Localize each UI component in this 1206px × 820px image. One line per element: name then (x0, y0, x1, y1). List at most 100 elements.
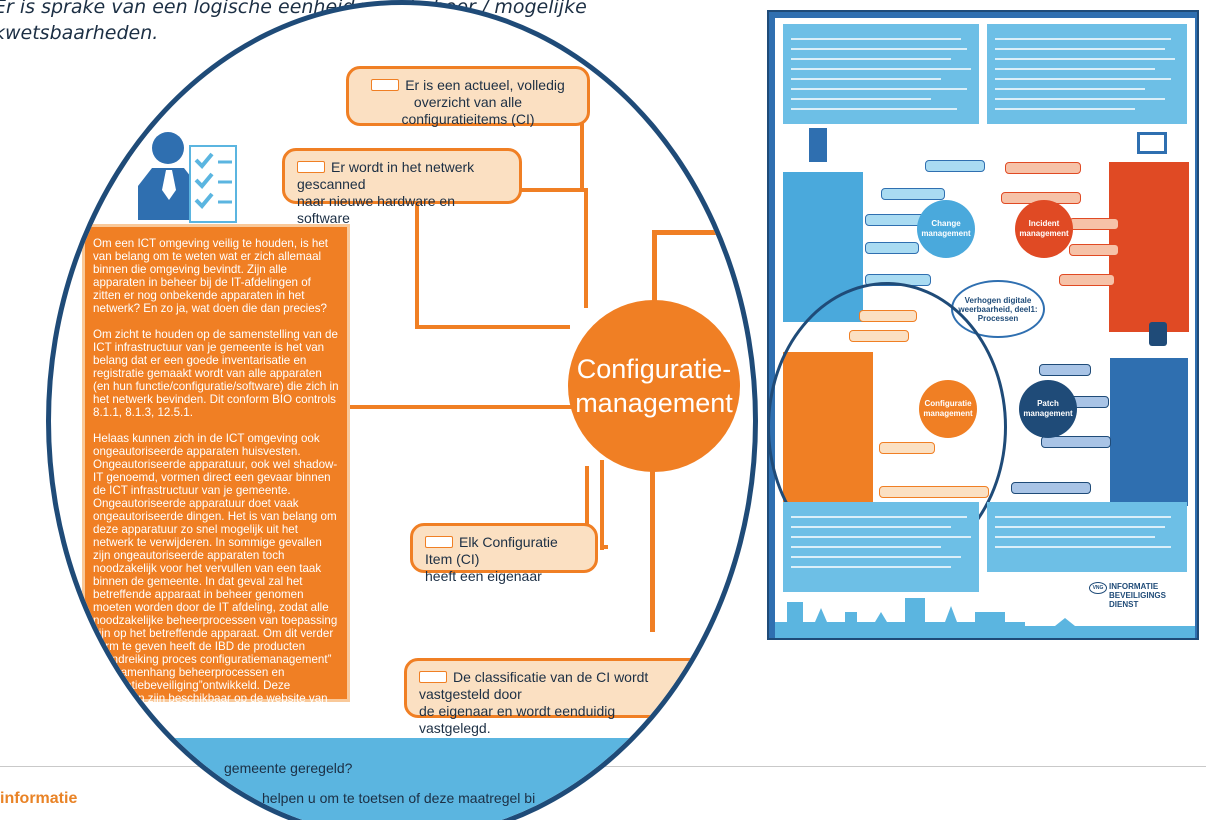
panel-line (995, 58, 1175, 60)
checklist-node: De classificatie van de CI wordt vastges… (404, 658, 704, 736)
panel-line (995, 48, 1165, 50)
panel-line (791, 58, 951, 60)
circle-title-line-2: management (575, 388, 733, 418)
connector (600, 460, 604, 550)
question-band (120, 738, 753, 820)
checkbox-icon[interactable] (419, 671, 447, 683)
node-text: Er is een actueel, volledig (405, 77, 565, 93)
panel-line (791, 48, 967, 50)
panel-line (791, 526, 951, 528)
poster-node (925, 160, 985, 172)
node-text: Elk Configuratie Item (CI) (425, 534, 558, 567)
panel-line (995, 108, 1135, 110)
explanation-textbox: Om een ICT omgeving veilig te houden, is… (82, 224, 350, 718)
checkbox-icon[interactable] (425, 536, 453, 548)
poster-center-line-2: weerbaarheid, deel1: (958, 304, 1038, 314)
lens-content: Er is een actueel, volledig overzicht va… (51, 5, 753, 820)
poster-node (1039, 364, 1091, 376)
node-text: de eigenaar en wordt eenduidig vastgeleg… (419, 703, 616, 736)
poster-thumbnail[interactable]: Change management Incident management Co… (767, 10, 1199, 640)
connector (350, 405, 575, 409)
poster-info-panel (987, 502, 1187, 572)
skyline-illustration (775, 598, 1195, 638)
node-text: overzicht van alle configuratieitems (CI… (401, 94, 535, 127)
circle-title-line-1: Configuratie- (576, 354, 732, 384)
node-text: Er wordt in het netwerk gescanned (297, 159, 475, 192)
connector (652, 230, 657, 312)
poster-node (865, 242, 919, 254)
poster-side-text (1109, 162, 1189, 332)
panel-line (791, 546, 941, 548)
intro-line-2: kwetsbaarheden. (0, 22, 159, 44)
poster-info-panel (783, 502, 979, 592)
poster-node (865, 214, 925, 226)
server-icon (809, 128, 827, 162)
poster-info-panel (987, 24, 1187, 124)
poster-node (881, 188, 945, 200)
panel-line (995, 98, 1165, 100)
poster-node (1011, 482, 1091, 494)
panel-line (995, 536, 1155, 538)
panel-line (791, 536, 971, 538)
panel-line (995, 68, 1155, 70)
panel-line (995, 546, 1171, 548)
panel-line (791, 108, 957, 110)
poster-side-text (1109, 357, 1189, 507)
panel-line (791, 556, 961, 558)
connector (584, 188, 588, 308)
panel-line (791, 566, 951, 568)
ibd-brand: INFORMATIE BEVEILIGINGS DIENST (1109, 582, 1166, 609)
panel-line (995, 526, 1165, 528)
info-label: informatie (0, 790, 78, 807)
band-text: helpen u om te toetsen of deze maatregel… (262, 790, 536, 806)
brand-line-1: INFORMATIE (1109, 582, 1159, 591)
panel-line (791, 68, 971, 70)
configuration-management-circle: Configuratie- management (568, 300, 740, 472)
checklist-node: Er wordt in het netwerk gescanned naar n… (282, 148, 522, 226)
connector (650, 462, 655, 632)
connector (580, 100, 584, 190)
panel-line (995, 88, 1145, 90)
textbox-paragraph: Helaas kunnen zich in de ICT omgeving oo… (93, 432, 338, 718)
connector (415, 325, 570, 329)
laptop-icon (1137, 132, 1167, 154)
panel-line (791, 516, 967, 518)
panel-line (791, 38, 961, 40)
poster-node (1041, 436, 1111, 448)
poster-node (1059, 274, 1115, 286)
poster-center-line-1: Verhogen digitale (964, 295, 1032, 305)
padlock-icon (1149, 322, 1167, 346)
connector (652, 230, 752, 235)
panel-line (791, 98, 931, 100)
poster-circle-incident: Incident management (1015, 200, 1073, 258)
brand-line-3: DIENST (1109, 600, 1139, 609)
connector (604, 545, 608, 549)
poster-center-line-3: Processen (977, 313, 1019, 323)
band-question: gemeente geregeld? (224, 760, 353, 776)
vng-logo: VNG (1089, 582, 1107, 594)
checkbox-icon[interactable] (297, 161, 325, 173)
connector (585, 466, 589, 546)
poster-node (1005, 162, 1081, 174)
checklist-node: Er is een actueel, volledig overzicht va… (346, 66, 590, 127)
panel-line (995, 38, 1171, 40)
checkbox-icon[interactable] (371, 79, 400, 91)
node-text: naar nieuwe hardware en software (297, 193, 455, 226)
panel-line (995, 78, 1171, 80)
node-text: heeft een eigenaar (425, 568, 542, 584)
panel-line (791, 78, 941, 80)
magnifier-lens: Er is een actueel, volledig overzicht va… (46, 0, 758, 820)
poster-node (1069, 244, 1119, 256)
connector (415, 192, 419, 327)
poster-info-panel (783, 24, 979, 124)
panel-line (791, 88, 967, 90)
connector (510, 188, 584, 192)
checklist-node: Elk Configuratie Item (CI) heeft een eig… (410, 523, 598, 584)
person-checklist-icon (130, 130, 240, 230)
brand-line-2: BEVEILIGINGS (1109, 591, 1166, 600)
poster-circle-change: Change management (917, 200, 975, 258)
poster-circle-patch: Patch management (1019, 380, 1077, 438)
textbox-paragraph: Om zicht te houden op de samenstelling v… (93, 328, 339, 419)
textbox-paragraph: Om een ICT omgeving veilig te houden, is… (93, 237, 329, 315)
panel-line (995, 516, 1171, 518)
